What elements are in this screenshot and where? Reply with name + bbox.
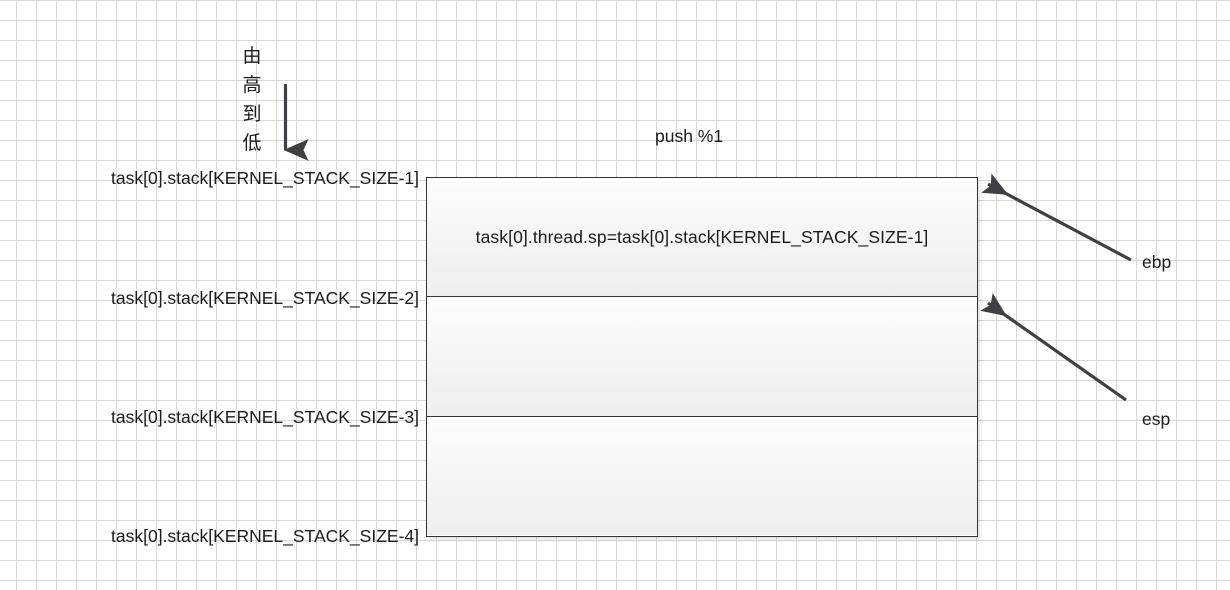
stack-boundary-label-4: task[0].stack[KERNEL_STACK_SIZE-4] (111, 526, 419, 546)
stack-cell-1: task[0].thread.sp=task[0].stack[KERNEL_S… (427, 178, 977, 297)
register-label-ebp: ebp (1142, 252, 1172, 272)
direction-char-1: 由 (242, 45, 262, 67)
push-operation-label: push %1 (655, 126, 724, 146)
stack-boundary-label-3: task[0].stack[KERNEL_STACK_SIZE-3] (111, 407, 419, 427)
register-label-esp: esp (1142, 409, 1171, 429)
stack-boundary-label-1: task[0].stack[KERNEL_STACK_SIZE-1] (111, 168, 419, 188)
ebp-pointer-arrow (981, 173, 1132, 262)
stack-cell-1-text: task[0].thread.sp=task[0].stack[KERNEL_S… (475, 226, 929, 247)
stack-boundary-label-2: task[0].stack[KERNEL_STACK_SIZE-2] (111, 288, 419, 308)
kernel-stack-box: task[0].thread.sp=task[0].stack[KERNEL_S… (426, 177, 978, 537)
direction-char-4: 低 (242, 132, 262, 154)
direction-note-text: 由 高 到 低 (238, 42, 266, 158)
direction-char-3: 到 (242, 103, 262, 125)
stack-cell-3 (427, 417, 977, 535)
direction-char-2: 高 (242, 74, 262, 96)
stack-cell-2 (427, 297, 977, 417)
esp-pointer-arrow (980, 292, 1127, 402)
